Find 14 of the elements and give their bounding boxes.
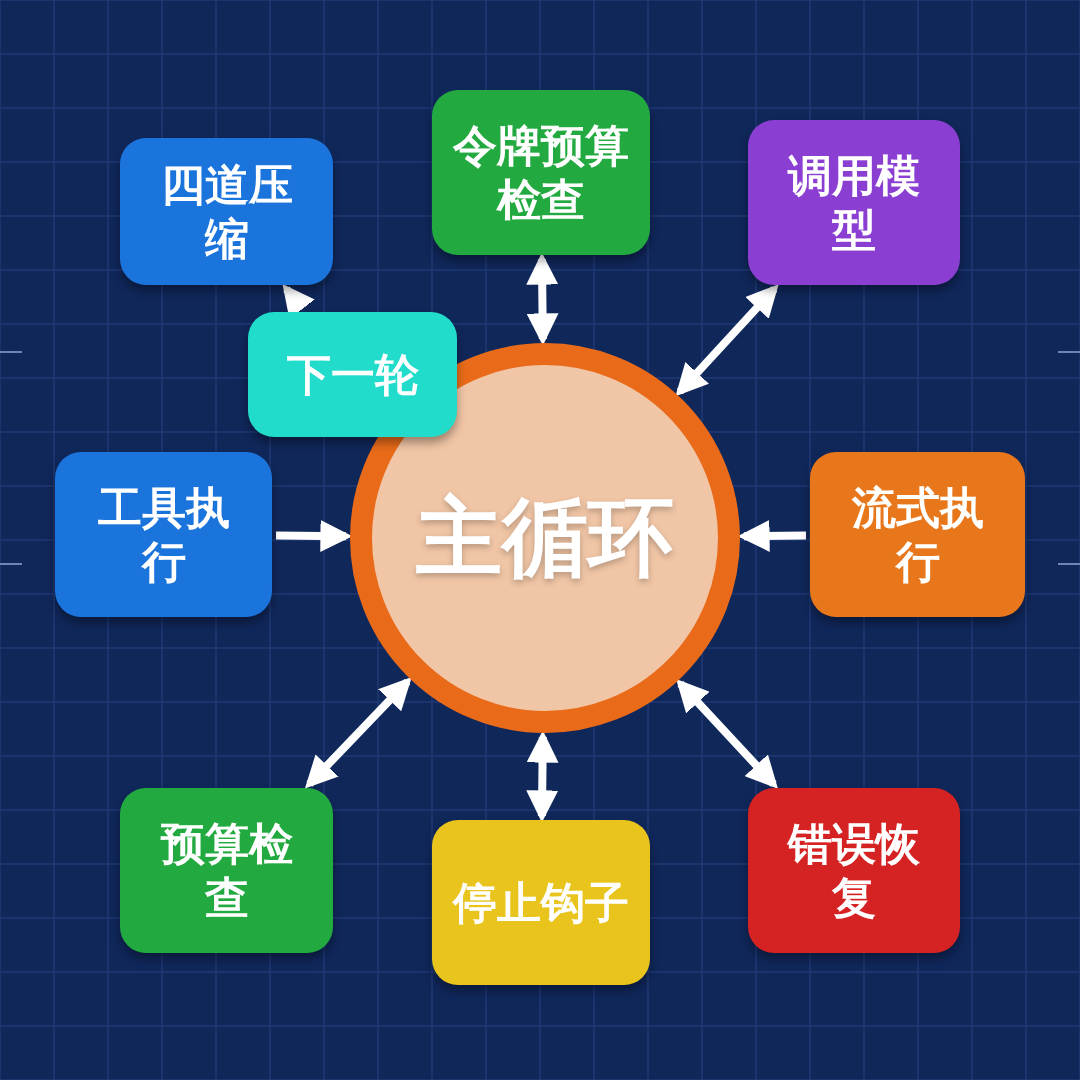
process-box: 停止钩子	[432, 820, 650, 985]
process-box: 四道压缩	[120, 138, 333, 285]
arrow	[737, 519, 807, 552]
process-box: 预算检查	[120, 788, 333, 953]
arrow	[675, 284, 779, 397]
process-box: 令牌预算检查	[432, 90, 650, 255]
process-box: 流式执行	[810, 452, 1025, 617]
process-box: 错误恢复	[748, 788, 960, 953]
arrow	[304, 677, 412, 789]
arrow	[676, 679, 778, 789]
process-box: 调用模型	[748, 120, 960, 285]
process-box: 工具执行	[55, 452, 272, 617]
arrow	[526, 252, 559, 346]
process-box: 下一轮	[248, 312, 457, 437]
